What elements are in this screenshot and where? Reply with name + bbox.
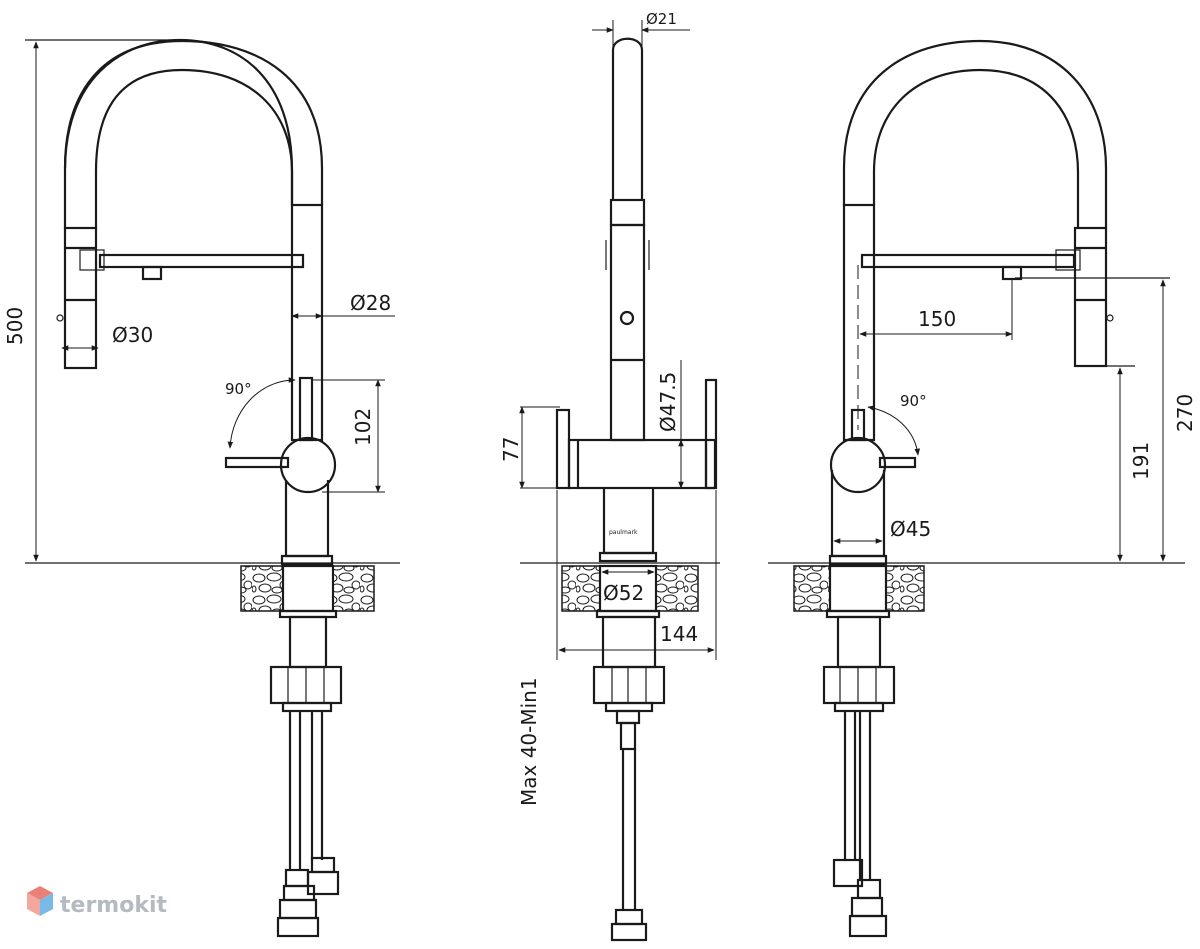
dim-150: 150 bbox=[918, 307, 956, 331]
termokit-logo-icon bbox=[27, 886, 53, 916]
dim-d28: Ø28 bbox=[350, 291, 391, 315]
dim-500: 500 bbox=[3, 307, 27, 345]
dim-d21: Ø21 bbox=[646, 10, 677, 28]
angle-right: 90° bbox=[900, 392, 927, 410]
right-view bbox=[768, 39, 1185, 938]
dim-270: 270 bbox=[1173, 394, 1197, 432]
angle-left: 90° bbox=[225, 380, 252, 398]
brand-mark: paulmark bbox=[609, 529, 638, 536]
dim-102: 102 bbox=[351, 408, 375, 446]
left-view bbox=[25, 38, 400, 938]
watermark-text: termokit bbox=[60, 893, 167, 918]
dim-d30: Ø30 bbox=[112, 323, 153, 347]
counter-thickness: Max 40-Min1 bbox=[517, 677, 541, 806]
dim-d52: Ø52 bbox=[603, 581, 644, 605]
watermark: termokit bbox=[27, 886, 167, 918]
center-view: paulmark bbox=[519, 20, 720, 942]
dim-d47: Ø47.5 bbox=[656, 372, 680, 432]
dim-77: 77 bbox=[499, 437, 523, 462]
dim-191: 191 bbox=[1129, 442, 1153, 480]
dim-144: 144 bbox=[660, 622, 698, 646]
dim-d45: Ø45 bbox=[890, 517, 931, 541]
